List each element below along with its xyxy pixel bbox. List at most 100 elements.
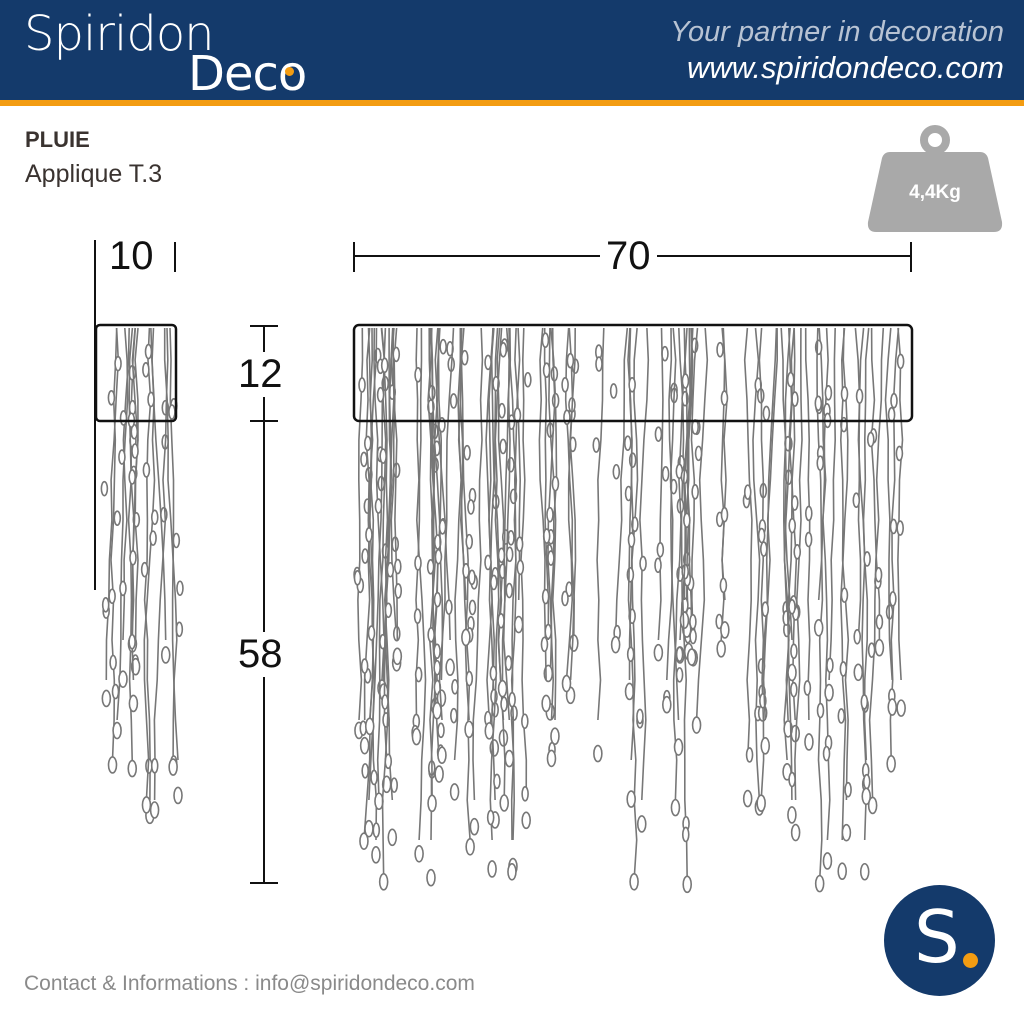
crystal <box>499 438 507 455</box>
crystal <box>484 554 492 571</box>
crystal <box>414 367 422 383</box>
crystal <box>541 332 550 348</box>
brand-badge-logo: S <box>884 885 995 996</box>
crystal <box>380 357 389 374</box>
strand <box>390 327 398 641</box>
crystal <box>101 689 112 708</box>
crystal <box>788 517 797 534</box>
crystal <box>636 708 644 725</box>
crystal <box>788 598 796 615</box>
crystal <box>683 512 691 529</box>
crystal <box>852 492 861 509</box>
crystal <box>662 695 672 714</box>
crystal <box>716 341 724 358</box>
strand <box>459 327 467 601</box>
crystal <box>113 510 122 526</box>
crystal <box>626 646 635 663</box>
crystal <box>149 530 157 546</box>
strand <box>828 327 837 681</box>
crystal <box>787 663 797 682</box>
website-url[interactable]: www.spiridondeco.com <box>686 50 1004 85</box>
strand <box>762 327 779 721</box>
crystal <box>814 395 823 412</box>
crystal <box>449 393 458 409</box>
crystal <box>837 708 846 724</box>
brand-logo-line1: Spiridon <box>24 6 215 62</box>
crystal <box>484 354 492 371</box>
crystal <box>173 786 183 805</box>
crystal <box>432 701 442 720</box>
crystal <box>654 557 662 574</box>
crystal <box>610 635 621 654</box>
crystal <box>886 754 896 773</box>
width-label: 70 <box>600 234 657 279</box>
contact-info[interactable]: Contact & Informations : info@spiridonde… <box>24 972 475 995</box>
crystal <box>414 555 422 571</box>
brand-dot <box>285 67 294 76</box>
strand <box>169 327 178 761</box>
crystal <box>463 444 471 461</box>
crystal <box>550 727 560 745</box>
crystal <box>551 475 560 492</box>
crystal <box>720 506 729 523</box>
crystal <box>859 862 870 881</box>
crystal <box>853 663 864 682</box>
strand <box>614 327 629 641</box>
crystal <box>720 390 729 406</box>
product-name: PLUIE <box>25 127 90 152</box>
crystal <box>716 639 726 658</box>
crystal <box>160 646 171 664</box>
tagline: Your partner in decoration <box>670 16 1004 48</box>
crystal <box>464 720 474 739</box>
crystal <box>759 541 768 557</box>
crystal <box>540 636 549 653</box>
crystal <box>360 658 369 674</box>
crystal <box>874 566 883 583</box>
crystal <box>465 670 474 687</box>
crystal <box>414 844 424 863</box>
strand <box>668 327 680 721</box>
crystal <box>874 638 885 657</box>
crystal <box>460 349 469 366</box>
crystal <box>370 769 378 786</box>
strand <box>565 327 576 681</box>
crystal <box>627 532 636 548</box>
crystal <box>813 618 824 637</box>
strand <box>430 327 444 681</box>
crystal <box>742 789 753 808</box>
crystal <box>112 721 122 740</box>
crystal <box>445 658 455 677</box>
crystal <box>510 705 518 721</box>
crystal <box>896 353 905 370</box>
crystal <box>141 796 152 814</box>
crystal <box>449 783 460 801</box>
crystal <box>142 361 150 378</box>
strand <box>105 327 120 681</box>
crystal <box>561 674 572 693</box>
crystal <box>433 591 442 608</box>
crystal <box>468 569 476 586</box>
strand <box>415 327 427 841</box>
strand <box>854 327 862 641</box>
crystal <box>465 533 474 550</box>
crystal <box>756 794 766 812</box>
crystal <box>390 777 399 793</box>
side-canopy <box>94 323 178 423</box>
crystal <box>861 787 872 806</box>
crystal <box>546 749 557 768</box>
crystal <box>361 548 369 564</box>
crystal <box>168 758 178 776</box>
crystal <box>787 806 797 824</box>
crystal <box>863 551 871 567</box>
strand <box>897 327 904 681</box>
crystal <box>757 527 766 544</box>
strand <box>884 327 893 681</box>
crystal <box>840 386 849 402</box>
crystal <box>451 679 459 695</box>
crystal <box>394 583 403 599</box>
crystal <box>360 451 368 468</box>
crystal <box>691 716 702 734</box>
crystal <box>824 683 834 702</box>
crystal <box>715 613 723 630</box>
crystal <box>628 452 637 468</box>
